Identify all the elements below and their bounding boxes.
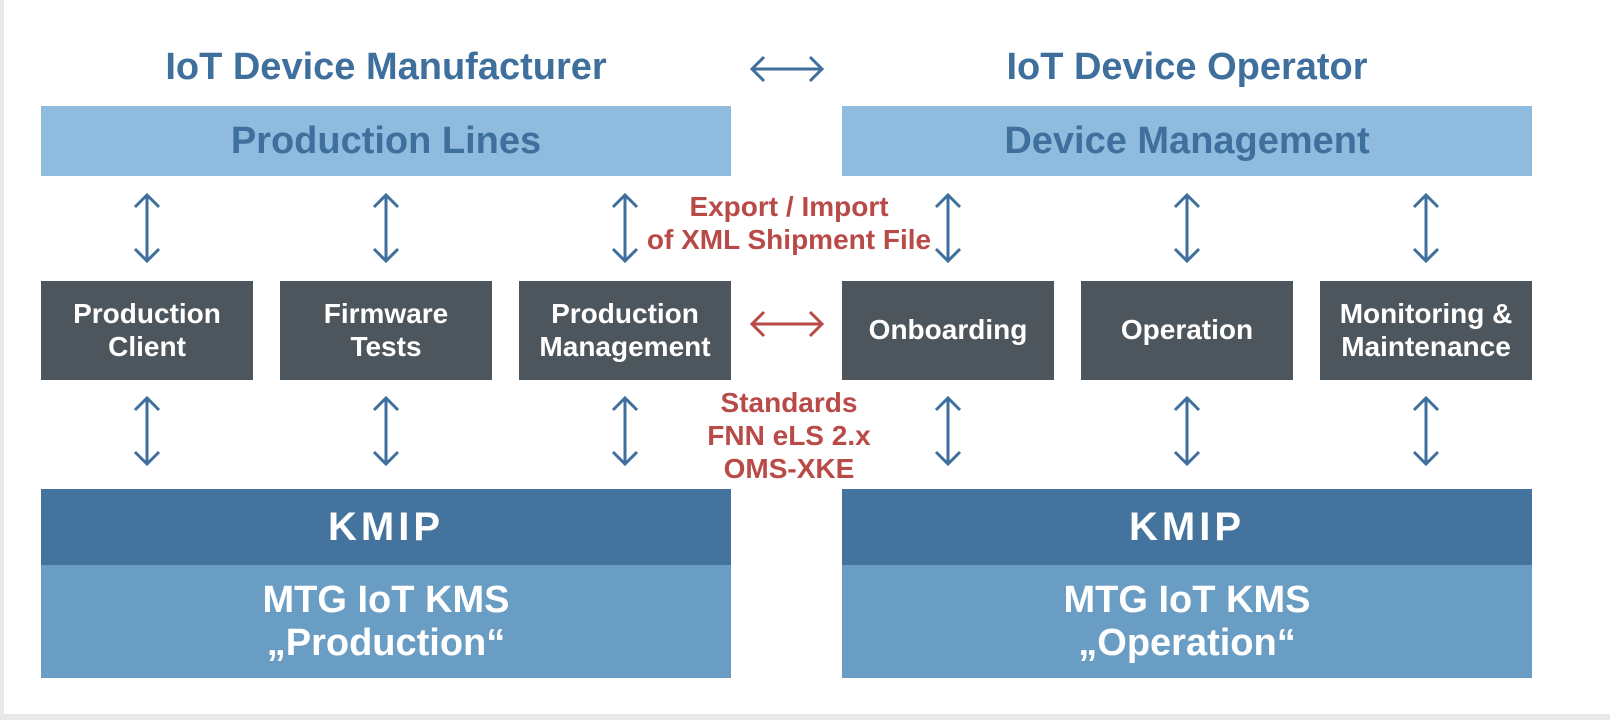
production-lines-bar: Production Lines: [41, 106, 731, 176]
production-management-line-1: Production: [551, 298, 699, 330]
device-management-bar: Device Management: [842, 106, 1532, 176]
double-arrow-vertical-icon: [611, 192, 639, 264]
diagram-canvas: IoT Device Manufacturer IoT Device Opera…: [4, 0, 1610, 714]
standards-line-1: Standards: [720, 387, 858, 418]
kms-production-block: MTG IoT KMS „Production“: [41, 565, 731, 678]
double-arrow-vertical-icon: [1412, 192, 1440, 264]
double-arrow-vertical-icon: [1173, 395, 1201, 467]
double-arrow-vertical-icon: [372, 192, 400, 264]
kms-operation-line-1: MTG IoT KMS: [1063, 578, 1311, 621]
kms-operation-block: MTG IoT KMS „Operation“: [842, 565, 1532, 678]
double-arrow-vertical-icon: [934, 395, 962, 467]
manufacturer-title: IoT Device Manufacturer: [165, 46, 607, 88]
double-arrow-vertical-icon: [1173, 192, 1201, 264]
operation-box: Operation: [1081, 281, 1293, 380]
standards-line-3: OMS-XKE: [723, 453, 855, 485]
double-arrow-vertical-icon: [133, 192, 161, 264]
production-client-line-2: Client: [108, 330, 186, 362]
production-management-box: Production Management: [519, 281, 731, 380]
production-client-box: Production Client: [41, 281, 253, 380]
kmip-bar-left: KMIP: [41, 489, 731, 565]
export-import-line-2: of XML Shipment File: [646, 224, 932, 256]
double-arrow-vertical-icon: [611, 395, 639, 467]
double-arrow-horizontal-icon: [749, 310, 825, 338]
double-arrow-vertical-icon: [133, 395, 161, 467]
kms-production-line-2: „Production“: [266, 621, 506, 664]
double-arrow-vertical-icon: [934, 192, 962, 264]
firmware-tests-box: Firmware Tests: [280, 281, 492, 380]
export-import-line-1: Export / Import: [689, 191, 889, 222]
onboarding-line-1: Onboarding: [868, 314, 1028, 346]
production-management-line-2: Management: [539, 330, 711, 362]
firmware-tests-line-1: Firmware: [323, 298, 449, 330]
operation-line-1: Operation: [1120, 314, 1254, 346]
export-import-label: Export / Import of XML Shipment File: [644, 190, 934, 256]
standards-label: Standards FNN eLS 2.x OMS-XKE: [684, 386, 894, 485]
onboarding-box: Onboarding: [842, 281, 1054, 380]
production-client-line-1: Production: [73, 298, 221, 330]
standards-line-2: FNN eLS 2.x: [707, 420, 871, 452]
operator-title: IoT Device Operator: [1006, 46, 1368, 88]
firmware-tests-line-2: Tests: [350, 330, 422, 362]
double-arrow-vertical-icon: [372, 395, 400, 467]
kms-operation-line-2: „Operation“: [1078, 621, 1296, 664]
double-arrow-horizontal-icon: [749, 55, 825, 83]
kmip-bar-right: KMIP: [842, 489, 1532, 565]
kms-production-line-1: MTG IoT KMS: [262, 578, 510, 621]
double-arrow-vertical-icon: [1412, 395, 1440, 467]
monitoring-maintenance-line-1: Monitoring &: [1339, 298, 1513, 330]
monitoring-maintenance-line-2: Maintenance: [1341, 330, 1511, 362]
monitoring-maintenance-box: Monitoring & Maintenance: [1320, 281, 1532, 380]
